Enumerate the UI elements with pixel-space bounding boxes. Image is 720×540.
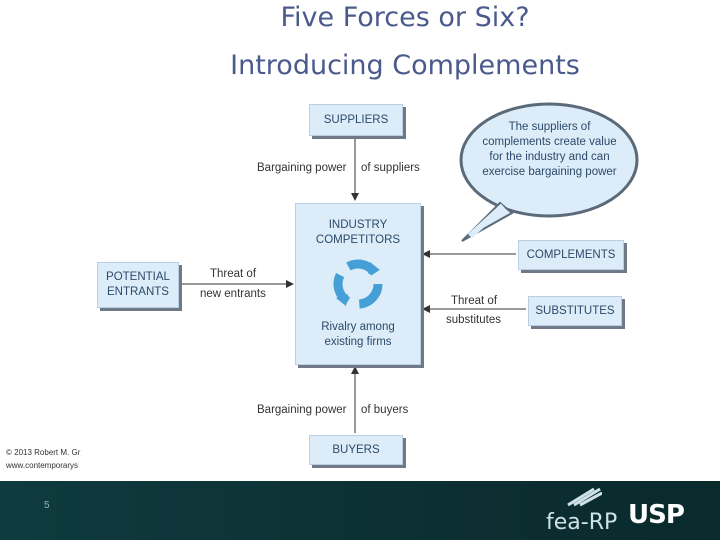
industry-line1: Industry	[328, 219, 388, 231]
copyright-notice: © 2013 Robert M. Gr www.contemporarys	[6, 446, 99, 472]
callout-bubble	[459, 102, 639, 218]
threat-substitutes-line2: substitutes	[446, 314, 501, 326]
threat-entrants-line1: Threat of	[210, 268, 257, 280]
usp-logo: USP	[628, 500, 685, 530]
copyright-line2: www.contemporarys	[6, 461, 79, 470]
slide-title-line1: Five Forces or Six?	[280, 2, 530, 33]
threat-entrants-line2: new entrants	[200, 288, 266, 300]
bargaining-buyers-label: Bargaining power	[257, 404, 347, 416]
potential-entrants-line1: Potential	[106, 271, 170, 283]
callout-text: The suppliers of complements create valu…	[482, 121, 617, 178]
rivalry-cycle-icon	[333, 259, 383, 309]
footer-band	[0, 481, 720, 540]
bargaining-suppliers-label: Bargaining power	[257, 162, 347, 174]
threat-substitutes-line1: Threat of	[451, 295, 498, 307]
copyright-line1: © 2013 Robert M. Gr	[6, 448, 81, 457]
of-buyers-label: of buyers	[361, 404, 409, 416]
rivalry-line2: existing firms	[324, 336, 392, 348]
industry-line2: Competitors	[315, 234, 401, 246]
fea-rp-logo: fea-RP	[546, 510, 618, 535]
page-number: 5	[44, 500, 50, 511]
potential-entrants-line2: Entrants	[107, 286, 169, 298]
industry-competitors-box: Industry Competitors Rivalry among exist…	[295, 203, 421, 365]
fea-logo-mark-icon	[567, 487, 602, 507]
substitutes-box: Substitutes	[528, 296, 622, 326]
complements-box: Complements	[518, 240, 624, 270]
slide-title-line2: Introducing Complements	[230, 50, 580, 81]
of-suppliers-label: of suppliers	[361, 162, 420, 174]
potential-entrants-box: Potential Entrants	[97, 262, 179, 308]
buyers-box: Buyers	[309, 435, 403, 465]
suppliers-box: Suppliers	[309, 104, 403, 136]
rivalry-line1: Rivalry among	[321, 321, 395, 333]
